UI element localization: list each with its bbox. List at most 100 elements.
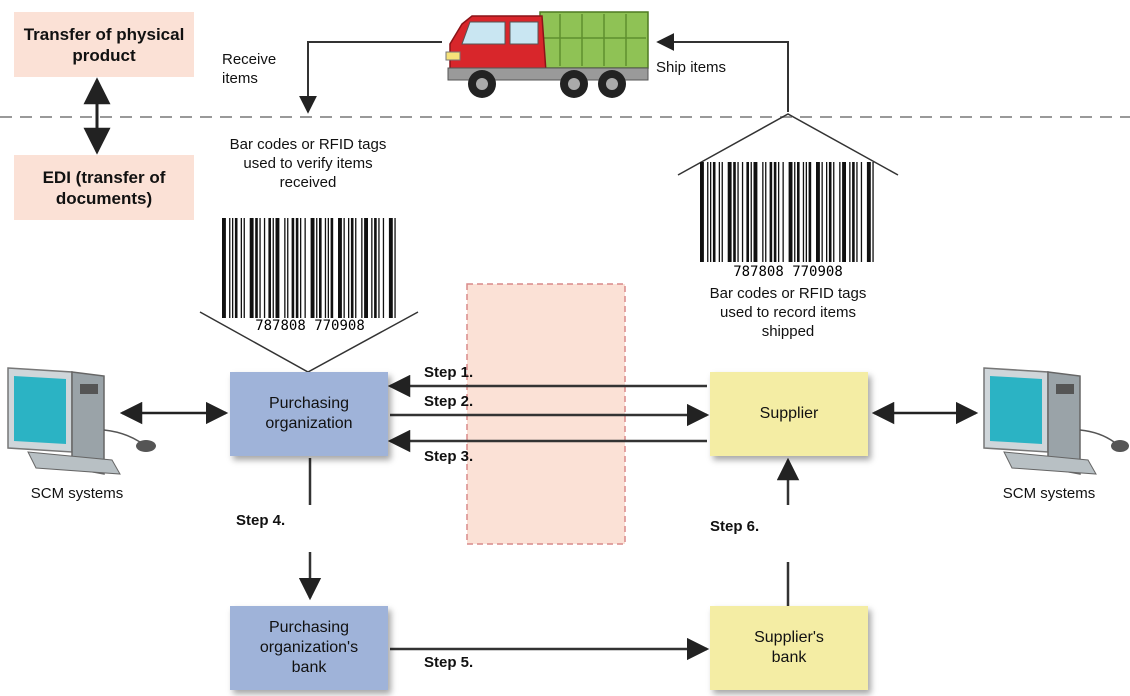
barcode-bar: [737, 162, 739, 262]
barcode-bar: [355, 218, 357, 318]
barcode-bar: [821, 162, 823, 262]
barcode-bar: [839, 162, 841, 262]
receive-barcode-number: 787808 770908: [255, 318, 365, 334]
barcode-bar: [295, 218, 299, 318]
supplier-box: Supplier: [710, 372, 868, 456]
barcode-bar: [797, 162, 800, 262]
barcode-bar: [828, 162, 832, 262]
legend-physical-transfer: Transfer of physical product: [14, 12, 194, 77]
legend-edi-transfer: EDI (transfer of documents): [14, 155, 194, 220]
supplier-bank-label: Supplier's bank: [754, 629, 824, 666]
supplier-label: Supplier: [759, 405, 819, 422]
barcode-icon: [222, 218, 396, 318]
barcode-bar: [860, 162, 863, 262]
barcode-bar: [327, 218, 329, 318]
barcode-bar: [856, 162, 858, 262]
step-3-label: Step 3.: [424, 448, 474, 465]
barcode-bar: [284, 218, 286, 318]
barcode-bar: [330, 218, 334, 318]
barcode-bar: [240, 218, 242, 318]
barcode-bar: [765, 162, 767, 262]
barcode-bar: [259, 218, 261, 318]
legend-physical-label: Transfer of physical product: [23, 24, 185, 65]
barcode-bar: [319, 218, 322, 318]
barcode-bar: [222, 218, 226, 318]
barcode-bar: [249, 218, 254, 318]
truck-icon: [445, 11, 649, 98]
ship-barcode-number: 787808 770908: [733, 264, 843, 280]
barcode-bar: [275, 218, 280, 318]
barcode-bar: [232, 218, 234, 318]
barcode-bar: [364, 218, 368, 318]
barcode-bar: [324, 218, 327, 318]
barcode-bar: [778, 162, 780, 262]
barcode-bar: [300, 218, 302, 318]
barcode-bar: [782, 162, 784, 262]
barcode-bar: [394, 218, 396, 318]
computer-icon: [983, 367, 1129, 475]
barcode-bar: [852, 162, 855, 262]
barcode-bar: [272, 218, 274, 318]
barcode-bar: [733, 162, 736, 262]
barcode-bar: [849, 162, 851, 262]
receive-barcode-label: Bar codes or RFID tags used to verify it…: [229, 136, 387, 191]
barcode-bar: [710, 162, 712, 262]
barcode-bar: [826, 162, 828, 262]
barcode-bar: [243, 218, 245, 318]
barcode-bar: [268, 218, 271, 318]
barcode-bar: [382, 218, 385, 318]
barcode-bar: [707, 162, 709, 262]
barcode-bar: [371, 218, 373, 318]
purchasing-organization-label: Purchasing organization: [265, 395, 353, 432]
barcode-bar: [802, 162, 805, 262]
ship-barcode-roof: [677, 113, 899, 176]
step-5-label: Step 5.: [424, 654, 474, 671]
barcode-bar: [361, 218, 363, 318]
barcode-bar: [833, 162, 835, 262]
step-2-label: Step 2.: [424, 393, 474, 410]
receive-items-arrow: [299, 41, 442, 114]
step-6-label: Step 6.: [710, 518, 760, 535]
barcode-bar: [746, 162, 749, 262]
purchasing-bank-box: Purchasing organization's bank: [230, 606, 388, 690]
purchasing-bank-label: Purchasing organization's bank: [259, 619, 359, 676]
barcode-bar: [741, 162, 744, 262]
barcode-bar: [816, 162, 820, 262]
step-4-label: Step 4.: [236, 512, 286, 529]
barcode-bar: [750, 162, 752, 262]
barcode-bar: [255, 218, 258, 318]
barcode-bar: [234, 218, 238, 318]
ship-barcode-label: Bar codes or RFID tags used to record it…: [709, 285, 867, 340]
barcode-bar: [721, 162, 723, 262]
barcode-bar: [378, 218, 380, 318]
barcode-bar: [291, 218, 295, 318]
ship-items-label: Ship items: [656, 59, 727, 76]
barcode-bar: [700, 162, 704, 262]
legend-edi-label: EDI (transfer of documents): [42, 167, 166, 208]
barcode-bar: [287, 218, 289, 318]
barcode-bar: [310, 218, 315, 318]
barcode-bar: [842, 162, 846, 262]
barcode-icon: [700, 162, 874, 262]
barcode-bar: [229, 218, 231, 318]
barcode-bar: [805, 162, 807, 262]
computer-icon: [7, 367, 156, 475]
barcode-bar: [773, 162, 777, 262]
barcode-bar: [762, 162, 764, 262]
barcode-bar: [374, 218, 377, 318]
barcode-bar: [808, 162, 812, 262]
barcode-bar: [788, 162, 793, 262]
barcode-bar: [753, 162, 758, 262]
barcode-bar: [769, 162, 773, 262]
left-scm-systems-label: SCM systems: [30, 485, 124, 502]
barcode-bar: [388, 218, 393, 318]
barcode-bar: [316, 218, 318, 318]
purchasing-organization-box: Purchasing organization: [230, 372, 388, 456]
barcode-bar: [348, 218, 350, 318]
barcode-bar: [343, 218, 345, 318]
right-scm-systems-label: SCM systems: [1002, 485, 1096, 502]
barcode-bar: [712, 162, 716, 262]
barcode-bar: [718, 162, 720, 262]
